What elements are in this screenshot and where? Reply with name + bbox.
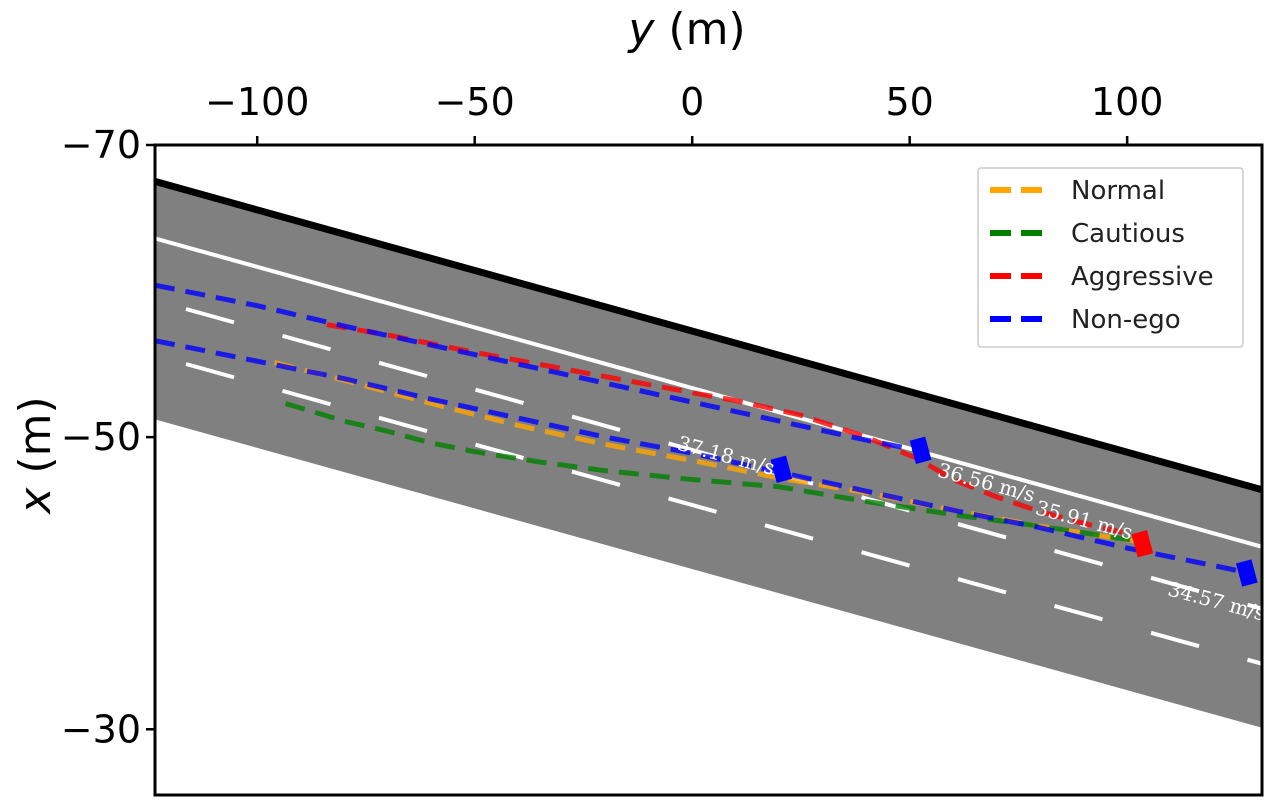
y-axis-ticks: −70 −50 −30 (61, 123, 155, 751)
vehicle-marker (1235, 559, 1258, 587)
lane-dash (957, 522, 1007, 540)
lane-dash (474, 387, 525, 405)
lane-dash (185, 307, 235, 325)
vehicle-marker (1131, 530, 1154, 558)
lane-dash (571, 414, 621, 432)
x-tick-label: 50 (885, 80, 933, 124)
lane-dash (1246, 602, 1262, 611)
lane-dash (1150, 575, 1200, 594)
y-tick-label: −50 (61, 415, 141, 459)
vehicle-markers (770, 436, 1258, 587)
vehicle-marker (770, 455, 793, 483)
lane-dash (860, 550, 911, 568)
lane-dash (571, 469, 621, 487)
road-edge-line (155, 236, 1262, 549)
lane-dash (378, 415, 428, 434)
plot-area (155, 177, 1262, 728)
lane-dash (764, 523, 814, 541)
lane-dash (667, 496, 718, 514)
x-axis-title: y (m) (626, 4, 745, 55)
lane-dash (1150, 630, 1200, 649)
trajectory-lines (155, 282, 1250, 576)
lane-dash (378, 360, 428, 379)
legend-box (977, 167, 1244, 348)
lane-dash (957, 577, 1007, 595)
vehicle-marker (909, 436, 932, 464)
x-tick-label: −50 (435, 80, 515, 124)
series-line-non-ego (155, 282, 919, 453)
legend-label-aggressive: Aggressive (1071, 262, 1214, 292)
lane-dash (1246, 657, 1262, 666)
x-tick-label: −100 (205, 80, 309, 124)
legend-label-cautious: Cautious (1071, 219, 1185, 249)
x-axis-ticks: −100 −50 0 50 100 (205, 80, 1163, 145)
lane-dash (1053, 604, 1104, 622)
x-tick-label: 0 (680, 80, 704, 124)
series-line-cautious (284, 401, 1146, 545)
lane-dash (281, 388, 332, 407)
plot-frame (153, 143, 1264, 797)
road (155, 177, 1262, 728)
y-tick-label: −30 (61, 707, 141, 751)
y-axis-title: x (m) (10, 396, 61, 515)
lane-dash (1053, 549, 1104, 567)
lane-dash (185, 362, 235, 380)
legend-label-non-ego: Non-ego (1071, 305, 1181, 335)
series-line-non-ego (155, 338, 1250, 576)
x-tick-label: 100 (1091, 80, 1164, 124)
legend-label-normal: Normal (1071, 176, 1165, 206)
road-edge-top (155, 177, 1262, 494)
lane-dash (281, 333, 332, 352)
y-tick-label: −70 (61, 123, 141, 167)
